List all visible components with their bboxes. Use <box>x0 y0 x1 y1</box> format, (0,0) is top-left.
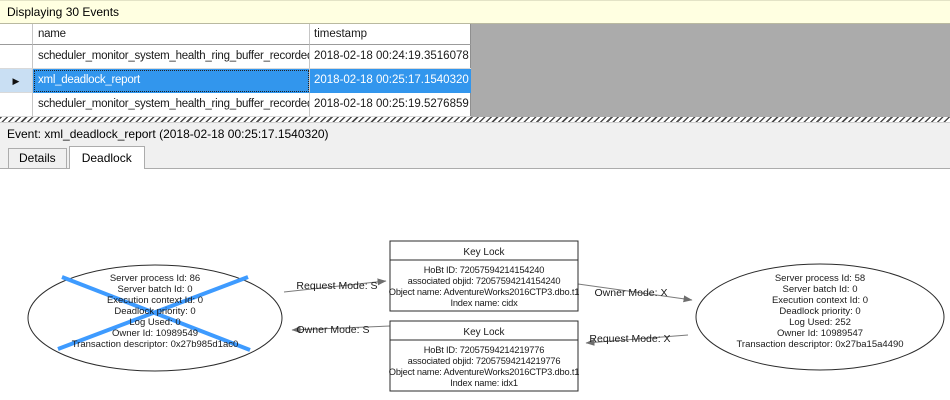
request-edge-bottom-right <box>585 334 689 346</box>
resource-detail-line: Object name: AdventureWorks2016CTP3.dbo.… <box>389 367 579 377</box>
edge-label-owner-s: Owner Mode: S <box>297 324 370 336</box>
resource-detail-line: Index name: idx1 <box>450 378 518 388</box>
column-header-name[interactable]: name <box>33 24 310 45</box>
detail-tabstrip: Details Deadlock <box>0 145 950 169</box>
current-row-arrow-icon: ▶ <box>12 76 20 86</box>
resource-title: Key Lock <box>463 327 505 338</box>
process-detail-line: Deadlock priority: 0 <box>114 306 195 317</box>
event-name-cell[interactable]: scheduler_monitor_system_health_ring_buf… <box>33 93 310 117</box>
events-count-bar: Displaying 30 Events <box>0 0 950 24</box>
deadlock-graph: Server process Id: 86 Server batch Id: 0… <box>27 240 945 392</box>
event-timestamp-cell[interactable]: 2018-02-18 00:24:19.3516078 <box>310 45 471 69</box>
process-detail-line: Owner Id: 10989549 <box>112 328 198 339</box>
process-detail-line: Server batch Id: 0 <box>118 284 193 295</box>
selected-event-label: Event: xml_deadlock_report (2018-02-18 0… <box>7 127 329 141</box>
resource-detail-line: HoBt ID: 72057594214219776 <box>424 345 544 355</box>
process-detail-line: Server batch Id: 0 <box>783 284 858 295</box>
process-detail-line: Server process Id: 86 <box>110 273 200 284</box>
process-detail-line: Server process Id: 58 <box>775 273 865 284</box>
victim-cross-icon <box>57 275 249 351</box>
process-detail-line: Execution context Id: 0 <box>107 295 203 306</box>
owner-edge-top-right <box>577 283 693 303</box>
edge-label-request-x: Request Mode: X <box>589 333 670 345</box>
resource-detail-line: associated objid: 72057594214154240 <box>408 276 561 286</box>
process-detail-line: Owner Id: 10989547 <box>777 328 863 339</box>
process-detail-line: Log Used: 252 <box>789 317 851 328</box>
event-timestamp-cell[interactable]: 2018-02-18 00:25:19.5276859 <box>310 93 471 117</box>
events-grid-region: name timestamp scheduler_monitor_system_… <box>0 24 950 117</box>
row-selector-cell[interactable]: ▶ <box>0 69 33 93</box>
event-name-cell[interactable]: xml_deadlock_report <box>33 69 310 93</box>
events-grid: name timestamp scheduler_monitor_system_… <box>0 24 471 117</box>
resource-detail-line: associated objid: 72057594214219776 <box>408 356 561 366</box>
event-name-cell[interactable]: scheduler_monitor_system_health_ring_buf… <box>33 45 310 69</box>
key-lock-node-bottom[interactable]: Key Lock HoBt ID: 72057594214219776 asso… <box>389 320 579 392</box>
deadlock-graph-panel: Server process Id: 86 Server batch Id: 0… <box>0 168 950 400</box>
process-detail-line: Transaction descriptor: 0x27ba15a4490 <box>736 339 903 350</box>
selected-event-bar: Event: xml_deadlock_report (2018-02-18 0… <box>0 123 950 145</box>
victim-process-node[interactable]: Server process Id: 86 Server batch Id: 0… <box>27 264 283 372</box>
tab-details[interactable]: Details <box>8 148 67 168</box>
resource-detail-line: Index name: cidx <box>450 298 518 308</box>
resource-title: Key Lock <box>463 247 505 258</box>
process-detail-line: Transaction descriptor: 0x27b985d1ac0 <box>72 339 239 350</box>
table-row[interactable]: scheduler_monitor_system_health_ring_buf… <box>0 45 471 69</box>
request-edge-top-left <box>283 278 387 293</box>
key-lock-node-top[interactable]: Key Lock HoBt ID: 72057594214154240 asso… <box>389 240 579 312</box>
row-selector-cell[interactable] <box>0 93 33 117</box>
edge-label-request-s: Request Mode: S <box>296 280 377 292</box>
table-row[interactable]: scheduler_monitor_system_health_ring_buf… <box>0 93 471 117</box>
event-timestamp-cell[interactable]: 2018-02-18 00:25:17.1540320 <box>310 69 471 93</box>
owner-edge-bottom-left <box>291 325 391 334</box>
resource-detail-line: HoBt ID: 72057594214154240 <box>424 265 544 275</box>
process-detail-line: Deadlock priority: 0 <box>779 306 860 317</box>
edge-label-owner-x: Owner Mode: X <box>595 287 668 299</box>
row-selector-cell[interactable] <box>0 45 33 69</box>
resource-detail-line: Object name: AdventureWorks2016CTP3.dbo.… <box>389 287 579 297</box>
column-header-timestamp[interactable]: timestamp <box>310 24 471 45</box>
grid-header-row: name timestamp <box>0 24 471 45</box>
process-detail-line: Execution context Id: 0 <box>772 295 868 306</box>
process-detail-line: Log Used: 0 <box>129 317 180 328</box>
events-count-label: Displaying 30 Events <box>7 5 120 19</box>
process-node[interactable]: Server process Id: 58 Server batch Id: 0… <box>695 263 945 371</box>
tab-deadlock[interactable]: Deadlock <box>68 146 145 169</box>
table-row-selected[interactable]: ▶ xml_deadlock_report 2018-02-18 00:25:1… <box>0 69 471 93</box>
splitter-handle[interactable] <box>0 117 950 123</box>
row-selector-header <box>0 24 33 45</box>
